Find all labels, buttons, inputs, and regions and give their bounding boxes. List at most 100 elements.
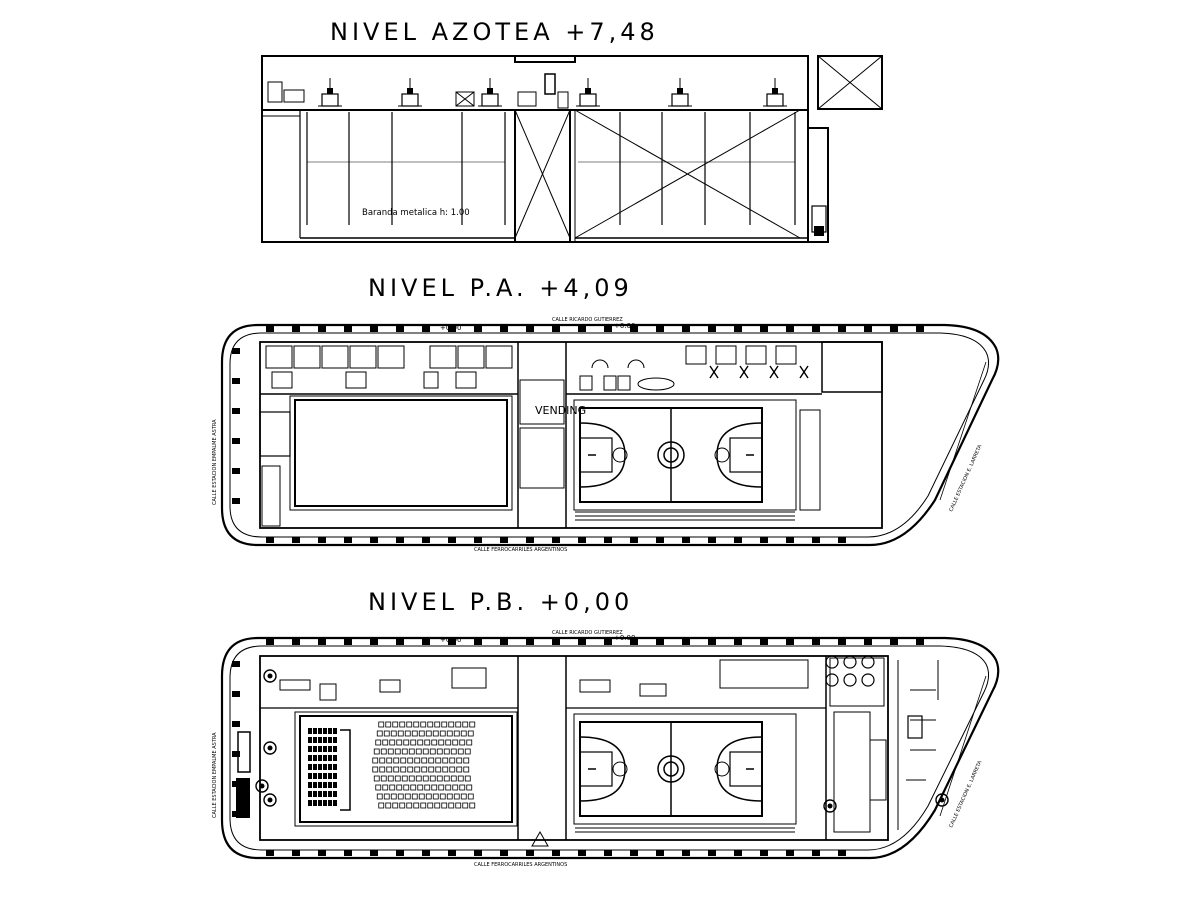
- seat: [308, 791, 312, 797]
- seat: [418, 730, 425, 737]
- planter: [232, 751, 240, 757]
- seat: [450, 748, 457, 755]
- planter: [578, 326, 586, 332]
- planter: [864, 326, 872, 332]
- seat: [375, 739, 382, 746]
- planter: [292, 639, 300, 645]
- planter: [370, 326, 378, 332]
- seat: [403, 739, 410, 746]
- seat: [323, 782, 327, 788]
- seat: [435, 757, 442, 764]
- seat: [328, 764, 332, 770]
- planter: [396, 326, 404, 332]
- seat: [443, 775, 450, 782]
- seat: [308, 728, 312, 734]
- planter: [318, 537, 326, 543]
- planter: [232, 438, 240, 444]
- planter: [344, 639, 352, 645]
- seat: [417, 784, 424, 791]
- seat: [421, 757, 428, 764]
- planter: [500, 639, 508, 645]
- seat: [434, 802, 441, 809]
- seat: [415, 775, 422, 782]
- seat: [389, 784, 396, 791]
- planter: [812, 850, 820, 856]
- seat: [376, 730, 383, 737]
- seat: [323, 746, 327, 752]
- seat: [448, 721, 455, 728]
- planter: [370, 850, 378, 856]
- seat: [455, 802, 462, 809]
- seat: [460, 793, 467, 800]
- seat: [333, 773, 337, 779]
- planter: [318, 326, 326, 332]
- seat: [445, 784, 452, 791]
- seat: [406, 802, 413, 809]
- planter: [232, 661, 240, 667]
- seat: [453, 730, 460, 737]
- planter: [370, 639, 378, 645]
- street-south-pb: CALLE FERROCARRILES ARGENTINOS: [474, 862, 567, 868]
- seat: [323, 755, 327, 761]
- street-east-pa: CALLE ESTACION E. LARRETA: [948, 443, 983, 512]
- seat: [333, 755, 337, 761]
- planter: [474, 639, 482, 645]
- seat: [392, 721, 399, 728]
- planter: [526, 639, 534, 645]
- seat: [313, 782, 317, 788]
- seat: [318, 791, 322, 797]
- seat: [313, 773, 317, 779]
- seat: [383, 730, 390, 737]
- planter: [812, 639, 820, 645]
- seat: [383, 793, 390, 800]
- seat: [455, 721, 462, 728]
- seat: [396, 739, 403, 746]
- seat: [313, 755, 317, 761]
- street-south-pa: CALLE FERROCARRILES ARGENTINOS: [474, 547, 567, 553]
- planter: [232, 408, 240, 414]
- seat: [420, 802, 427, 809]
- planter: [812, 326, 820, 332]
- planter: [266, 537, 274, 543]
- planter: [578, 639, 586, 645]
- seat: [442, 766, 449, 773]
- street-north-pb: CALLE RICARDO GUTIERREZ: [552, 630, 623, 636]
- seat: [382, 739, 389, 746]
- seat: [389, 739, 396, 746]
- seat: [390, 730, 397, 737]
- seat: [452, 739, 459, 746]
- planter: [734, 850, 742, 856]
- seat: [466, 784, 473, 791]
- seat: [456, 757, 463, 764]
- seat: [431, 784, 438, 791]
- planter: [708, 850, 716, 856]
- planter: [500, 326, 508, 332]
- seat: [464, 775, 471, 782]
- seat: [425, 730, 432, 737]
- planter: [604, 537, 612, 543]
- seat: [407, 757, 414, 764]
- level-mark-pa-right: +0.00: [614, 322, 635, 330]
- seat: [400, 757, 407, 764]
- planter: [682, 639, 690, 645]
- seat: [463, 766, 470, 773]
- planter: [448, 537, 456, 543]
- planter: [578, 537, 586, 543]
- seat: [308, 764, 312, 770]
- planter: [760, 326, 768, 332]
- seat: [441, 802, 448, 809]
- seat: [421, 766, 428, 773]
- seat: [432, 793, 439, 800]
- seat: [333, 728, 337, 734]
- seat: [420, 721, 427, 728]
- street-north-pa: CALLE RICARDO GUTIERREZ: [552, 317, 623, 323]
- seat: [379, 757, 386, 764]
- seat: [323, 800, 327, 806]
- seat: [422, 775, 429, 782]
- seat: [313, 800, 317, 806]
- planter: [266, 639, 274, 645]
- planter: [500, 537, 508, 543]
- seat: [333, 737, 337, 743]
- seat: [328, 791, 332, 797]
- seat: [380, 748, 387, 755]
